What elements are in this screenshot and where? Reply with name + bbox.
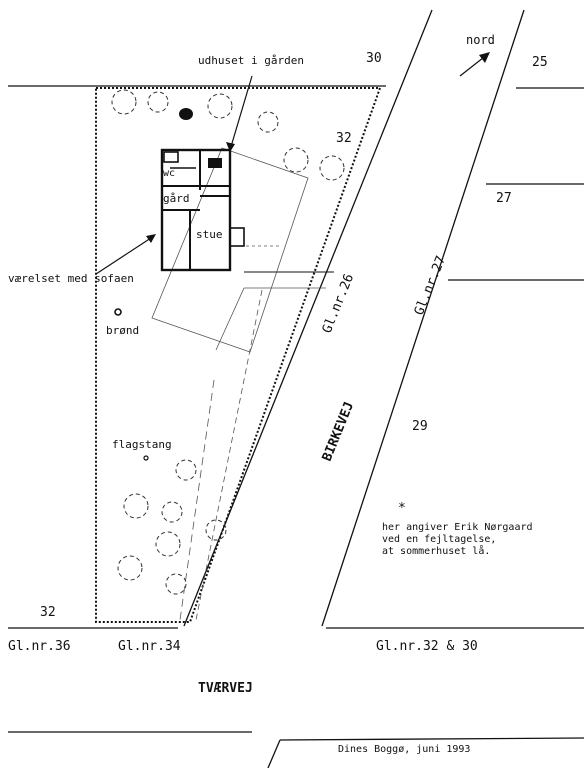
tree (283, 147, 309, 173)
cottage-floor-plan (160, 148, 245, 272)
north-arrow-head (479, 52, 490, 63)
faint-lines (151, 147, 326, 621)
tree (117, 555, 143, 581)
lot-34-label: Gl.nr.34 (118, 639, 181, 654)
wc-fixture (163, 151, 179, 163)
well-label: brønd (106, 324, 139, 337)
road-edge-bottom-right (279, 737, 585, 741)
faint-line-c (195, 289, 263, 621)
tree (205, 519, 227, 541)
flagpole-marker (143, 455, 149, 461)
outhouse-fixture (208, 158, 222, 168)
dark-bush (179, 108, 193, 120)
road-lines (8, 9, 585, 768)
outhouse-label: udhuset i gården (198, 54, 304, 67)
well-marker (114, 308, 122, 316)
tree (123, 493, 149, 519)
tree (111, 89, 137, 115)
parcel-32-top-label: 32 (336, 131, 352, 146)
north-label: nord (466, 33, 495, 47)
parcel-32-bottom-label: 32 (40, 605, 56, 620)
parcel-29-label: 29 (412, 419, 428, 434)
tvaervej-label: TVÆRVEJ (198, 681, 253, 696)
faint-line-d (179, 379, 215, 621)
trees (111, 89, 345, 595)
tree (175, 459, 197, 481)
bay-extension (229, 227, 245, 247)
flagpole-label: flagstang (112, 438, 172, 451)
parcel-30-label: 30 (366, 51, 382, 66)
note-line-2: ved en fejltagelse, (382, 534, 496, 545)
tree (147, 91, 169, 113)
road-edge-bottom-diagonal (267, 739, 281, 768)
property-boundary (95, 87, 382, 623)
tree (155, 531, 181, 557)
faint-line-b (215, 287, 245, 351)
birkevej-label: BIRKEVEJ (320, 400, 357, 464)
tree (161, 501, 183, 523)
tree (207, 93, 233, 119)
yard-label: gård (163, 192, 190, 205)
lot-26-label: Gl.nr.26 (320, 272, 357, 336)
parcel-25-label: 25 (532, 55, 548, 70)
tree (165, 573, 187, 595)
sofa-room-label: værelset med sofaen (8, 272, 134, 285)
arrow-head (146, 234, 156, 243)
boundary-dotted-line (95, 87, 382, 623)
note-line-3: at sommerhuset lå. (382, 544, 490, 557)
parcel-27-label: 27 (496, 191, 512, 206)
lot-36-label: Gl.nr.36 (8, 639, 71, 654)
signature-label: Dines Boggø, juni 1993 (338, 744, 470, 755)
tree (319, 155, 345, 181)
wc-label: wc (163, 168, 175, 179)
note-line-1: her angiver Erik Nørgaard (382, 522, 533, 533)
arrow-head (226, 142, 235, 152)
arrows (95, 52, 490, 275)
lot-32-30-label: Gl.nr.32 & 30 (376, 639, 478, 654)
birkevej-east-edge (321, 9, 525, 627)
lot-27-label: Gl.nr.27 (412, 254, 449, 318)
arrow-sofa-room (95, 235, 155, 275)
arrow-outhouse (229, 75, 253, 151)
note-asterisk: * (398, 501, 406, 516)
tree (257, 111, 279, 133)
living-room-label: stue (196, 228, 223, 241)
